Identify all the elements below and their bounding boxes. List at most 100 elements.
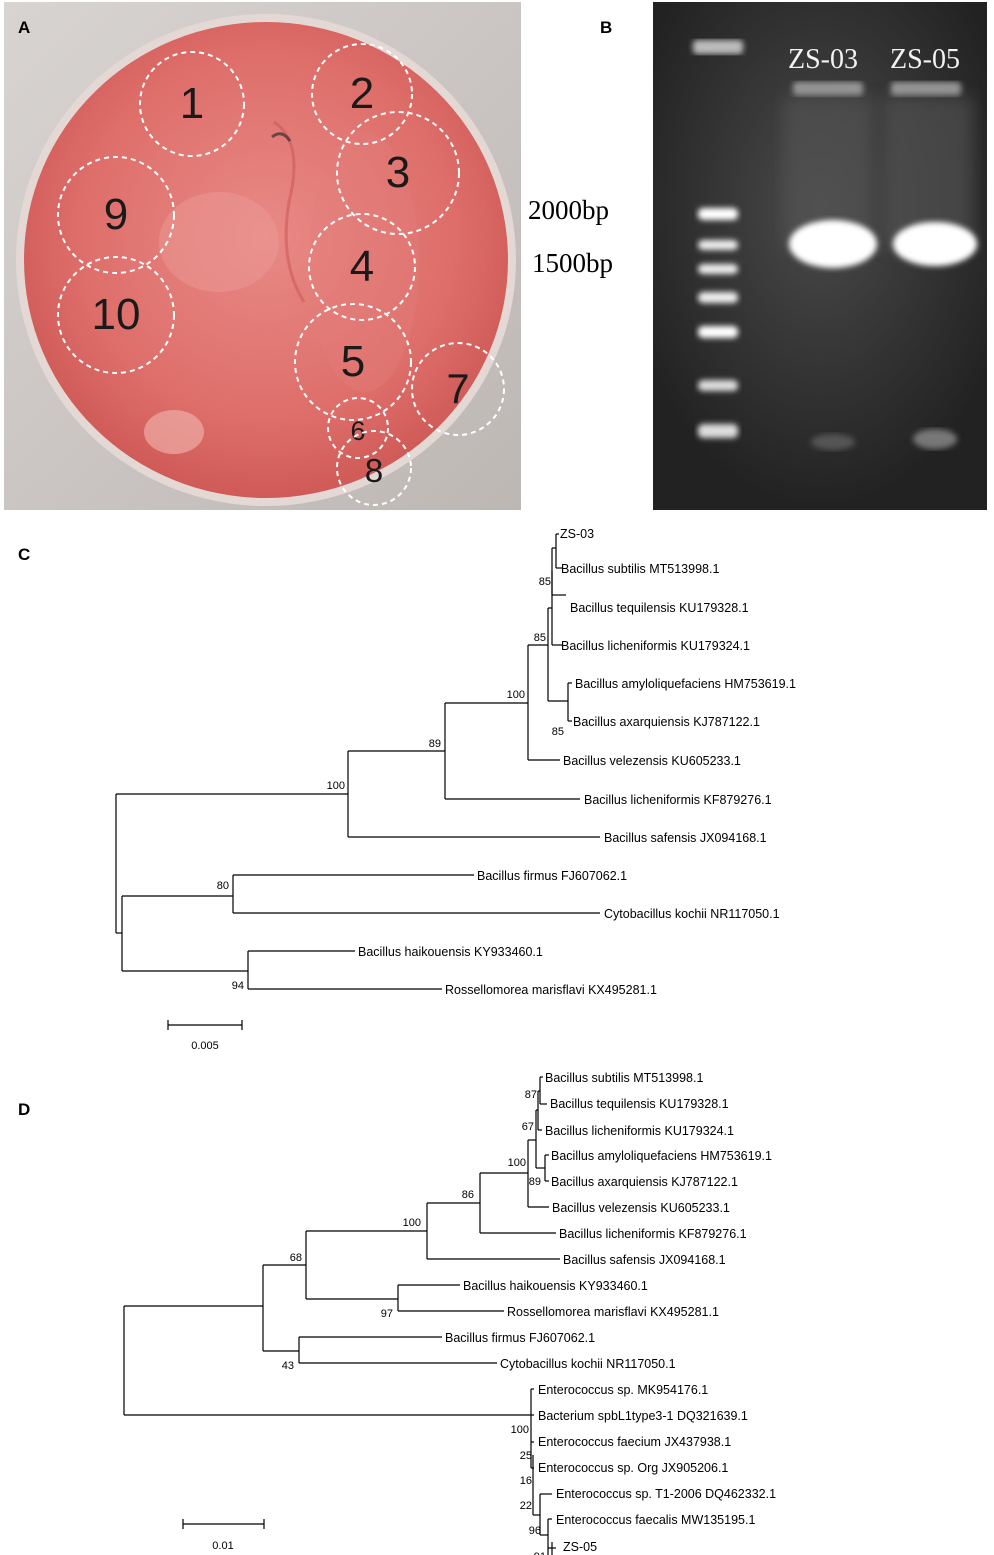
colony-number: 6 bbox=[350, 416, 365, 446]
colony-number: 9 bbox=[104, 190, 128, 239]
colony-number: 7 bbox=[446, 366, 469, 412]
bootstrap-value: 94 bbox=[232, 980, 244, 992]
taxon-label: Bacillus tequilensis KU179328.1 bbox=[570, 601, 749, 615]
gel-image: ZS-03 ZS-05 bbox=[653, 2, 987, 510]
lane-label-zs03: ZS-03 bbox=[788, 44, 858, 75]
colony-number: 5 bbox=[341, 337, 365, 386]
marker-label-2000bp: 2000bp bbox=[528, 195, 609, 225]
taxon-label: Bacillus tequilensis KU179328.1 bbox=[550, 1097, 729, 1111]
taxon-label: Enterococcus faecium JX437938.1 bbox=[538, 1435, 731, 1449]
taxon-label: Bacillus axarquiensis KJ787122.1 bbox=[573, 715, 760, 729]
panel-label-c: C bbox=[18, 545, 31, 564]
colony-number: 4 bbox=[350, 242, 374, 291]
taxon-label: ZS-05 bbox=[563, 1540, 597, 1554]
bootstrap-value: 85 bbox=[534, 632, 546, 644]
panel-label-d: D bbox=[18, 1100, 31, 1119]
taxon-label: Bacillus amyloliquefaciens HM753619.1 bbox=[551, 1149, 772, 1163]
colony-circle bbox=[411, 342, 505, 436]
ladder-band bbox=[698, 292, 738, 303]
bootstrap-value: 100 bbox=[327, 780, 345, 792]
ladder-band bbox=[698, 380, 738, 391]
colony-circle bbox=[57, 156, 175, 274]
taxon-label: Enterococcus sp. Org JX905206.1 bbox=[538, 1461, 728, 1475]
colony-number: 2 bbox=[350, 69, 374, 118]
bootstrap-value: 100 bbox=[403, 1217, 421, 1229]
bootstrap-value: 86 bbox=[462, 1189, 474, 1201]
colony-circle bbox=[294, 303, 412, 421]
phylogenetic-tree-d: Bacillus subtilis MT513998.1 Bacillus te… bbox=[123, 1071, 776, 1555]
taxon-label: Bacillus velezensis KU605233.1 bbox=[552, 1201, 730, 1215]
bootstrap-value: 85 bbox=[552, 726, 564, 738]
colony-circle bbox=[336, 111, 460, 235]
bootstrap-value: 25 bbox=[520, 1450, 532, 1462]
bootstrap-value: 96 bbox=[529, 1525, 541, 1537]
marker-label-1500bp: 1500bp bbox=[532, 248, 613, 278]
bootstrap-value: 43 bbox=[282, 1360, 294, 1372]
gel-well bbox=[693, 40, 743, 54]
taxon-label: Bacillus licheniformis KU179324.1 bbox=[561, 639, 750, 653]
taxon-label: Enterococcus sp. T1-2006 DQ462332.1 bbox=[556, 1487, 776, 1501]
sample-band-zs03 bbox=[789, 220, 877, 268]
taxon-label: Enterococcus sp. MK954176.1 bbox=[538, 1383, 708, 1397]
bootstrap-value: 100 bbox=[507, 689, 525, 701]
bootstrap-value: 67 bbox=[522, 1121, 534, 1133]
scale-bar-label: 0.01 bbox=[212, 1540, 233, 1552]
taxon-label: Bacillus licheniformis KU179324.1 bbox=[545, 1124, 734, 1138]
bootstrap-value: 68 bbox=[290, 1252, 302, 1264]
scale-bar-label: 0.005 bbox=[191, 1040, 219, 1052]
taxon-label: Bacillus firmus FJ607062.1 bbox=[445, 1331, 595, 1345]
taxon-label: Cytobacillus kochii NR117050.1 bbox=[604, 907, 780, 921]
taxon-label: ZS-03 bbox=[560, 527, 594, 541]
phylogenetic-tree-c: ZS-03 Bacillus subtilis MT513998.1 Bacil… bbox=[115, 527, 796, 1052]
taxon-label: Bacillus haikouensis KY933460.1 bbox=[358, 945, 543, 959]
sample-band-zs05 bbox=[893, 222, 977, 266]
bootstrap-value: 100 bbox=[511, 1424, 529, 1436]
colony-circle bbox=[57, 256, 175, 374]
bootstrap-value: 100 bbox=[508, 1157, 526, 1169]
ladder-band bbox=[698, 326, 738, 338]
bootstrap-value: 80 bbox=[217, 880, 229, 892]
gel-well bbox=[891, 82, 961, 96]
colony-circle bbox=[311, 43, 413, 145]
ladder-band bbox=[698, 208, 738, 220]
taxon-label: Bacillus subtilis MT513998.1 bbox=[561, 562, 719, 576]
bootstrap-value: 91 bbox=[534, 1551, 546, 1555]
panel-label-a: A bbox=[18, 18, 31, 37]
lane-label-zs05: ZS-05 bbox=[890, 44, 960, 75]
taxon-label: Enterococcus faecalis MW135195.1 bbox=[556, 1513, 755, 1527]
taxon-label: Bacterium spbL1type3-1 DQ321639.1 bbox=[538, 1409, 748, 1423]
panel-label-b: B bbox=[600, 18, 613, 37]
taxon-label: Bacillus amyloliquefaciens HM753619.1 bbox=[575, 677, 796, 691]
bootstrap-value: 89 bbox=[529, 1176, 541, 1188]
bootstrap-value: 97 bbox=[381, 1308, 393, 1320]
taxon-label: Bacillus velezensis KU605233.1 bbox=[563, 754, 741, 768]
bootstrap-value: 89 bbox=[429, 738, 441, 750]
taxon-label: Bacillus licheniformis KF879276.1 bbox=[559, 1227, 747, 1241]
taxon-label: Bacillus safensis JX094168.1 bbox=[604, 831, 767, 845]
taxon-label: Rossellomorea marisflavi KX495281.1 bbox=[507, 1305, 719, 1319]
bootstrap-value: 87 bbox=[525, 1089, 537, 1101]
colony-number: 10 bbox=[92, 290, 141, 339]
colony-circle bbox=[327, 397, 389, 459]
ladder-band bbox=[698, 240, 738, 250]
bootstrap-value: 85 bbox=[539, 576, 551, 588]
taxon-label: Bacillus subtilis MT513998.1 bbox=[545, 1071, 703, 1085]
taxon-label: Rossellomorea marisflavi KX495281.1 bbox=[445, 983, 657, 997]
colony-circle bbox=[139, 51, 245, 157]
taxon-label: Bacillus safensis JX094168.1 bbox=[563, 1253, 726, 1267]
taxon-label: Bacillus firmus FJ607062.1 bbox=[477, 869, 627, 883]
colony-circle bbox=[336, 430, 412, 506]
bootstrap-value: 22 bbox=[520, 1500, 532, 1512]
taxon-label: Cytobacillus kochii NR117050.1 bbox=[500, 1357, 676, 1371]
colony-number: 1 bbox=[180, 79, 204, 128]
colony-circle bbox=[308, 213, 416, 321]
taxon-label: Bacillus licheniformis KF879276.1 bbox=[584, 793, 772, 807]
ladder-band bbox=[698, 424, 738, 438]
taxon-label: Bacillus axarquiensis KJ787122.1 bbox=[551, 1175, 738, 1189]
colony-number: 3 bbox=[386, 148, 410, 197]
ladder-band bbox=[698, 264, 738, 274]
taxon-label: Bacillus haikouensis KY933460.1 bbox=[463, 1279, 648, 1293]
colony-number: 8 bbox=[365, 453, 384, 490]
gel-well bbox=[793, 82, 863, 96]
